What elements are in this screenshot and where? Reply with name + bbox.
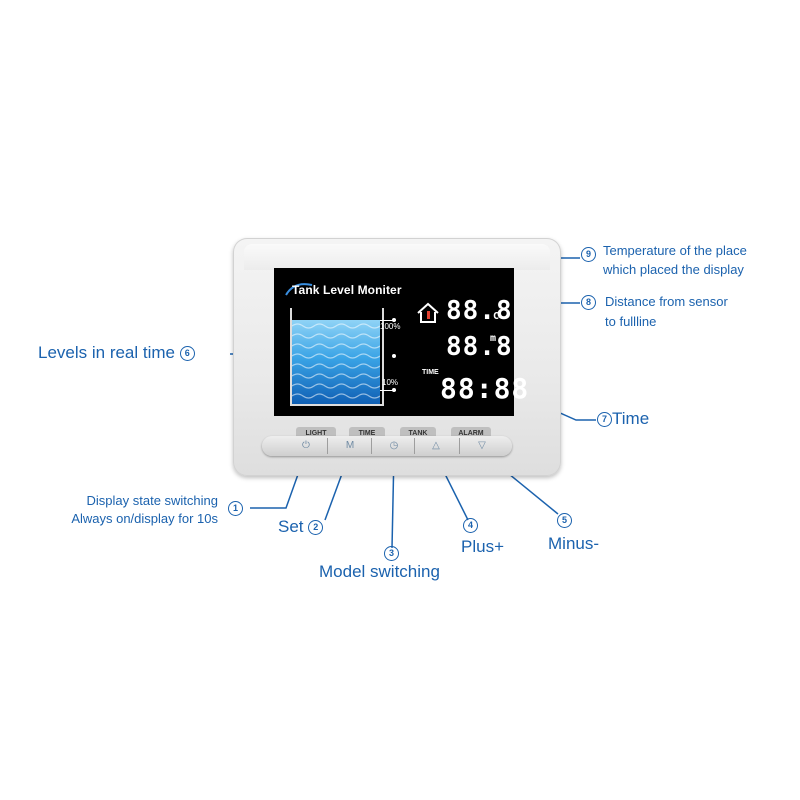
- level-tick-low: [380, 390, 396, 391]
- button-divider: [371, 438, 372, 454]
- callout-9-line2: which placed the display: [603, 262, 744, 277]
- callout-1-line2: Always on/display for 10s: [71, 511, 218, 526]
- callout-4-text: Plus+: [461, 537, 504, 556]
- level-label-high: 100%: [380, 322, 401, 331]
- callout-8-line2: to fullline: [605, 314, 657, 329]
- level-tick-high: [380, 320, 396, 321]
- set-button[interactable]: M: [345, 440, 355, 451]
- water-waves: [292, 323, 380, 399]
- callout-4: 4: [463, 517, 478, 535]
- minus-button[interactable]: ▽: [478, 440, 486, 451]
- callout-1: 1: [228, 500, 243, 518]
- callout-number-3: 3: [384, 546, 399, 562]
- callout-9-text: Temperature of the place which placed th…: [603, 241, 747, 279]
- callout-number-2: 2: [308, 520, 324, 536]
- housing-bezel: [244, 244, 550, 270]
- callout-number-6: 6: [179, 346, 195, 362]
- time-label: TIME: [422, 369, 439, 376]
- callout-9: 9: [581, 246, 596, 264]
- screen-title: Tank Level Moniter: [292, 283, 402, 297]
- distance-unit: m: [490, 333, 498, 344]
- callout-9-line1: Temperature of the place: [603, 243, 747, 258]
- logo-swoosh-icon: [285, 283, 313, 296]
- time-readout: 88:88: [440, 372, 530, 405]
- mode-button[interactable]: ◷: [389, 440, 399, 451]
- house-thermometer-icon: [417, 302, 439, 323]
- callout-2-text: Set 2: [278, 517, 324, 537]
- callout-6-label: Levels in real time: [38, 343, 176, 362]
- callout-5: 5: [557, 512, 572, 530]
- callout-3: 3: [384, 545, 399, 563]
- callout-1-text: Display state switching Always on/displa…: [40, 492, 218, 528]
- temperature-unit: C: [493, 311, 501, 322]
- temperature-readout: 88.8: [446, 296, 513, 326]
- callout-1-line1: Display state switching: [86, 493, 219, 508]
- button-divider: [327, 438, 328, 454]
- plus-button[interactable]: △: [432, 440, 440, 451]
- callout-8: 8: [581, 294, 596, 312]
- level-label-low: 10%: [382, 378, 399, 387]
- callout-number-7: 7: [597, 412, 612, 428]
- callout-7-label: Time: [612, 409, 650, 428]
- callout-8-line1: Distance from sensor: [605, 294, 728, 309]
- button-divider: [414, 438, 415, 454]
- callout-number-4: 4: [463, 518, 478, 534]
- callout-2-label: Set: [278, 517, 304, 536]
- power-button[interactable]: ⏻: [302, 440, 310, 451]
- button-divider: [459, 438, 460, 454]
- distance-readout: 88.8: [446, 332, 513, 362]
- level-dot-mid: [392, 354, 396, 358]
- callout-8-text: Distance from sensor to fullline: [605, 292, 728, 332]
- callout-number-8: 8: [581, 295, 596, 311]
- callout-6-text: Levels in real time 6: [38, 343, 195, 363]
- callout-number-9: 9: [581, 247, 596, 263]
- callout-number-1: 1: [228, 501, 243, 517]
- callout-number-5: 5: [557, 513, 572, 529]
- callout-3-text: Model switching: [319, 562, 440, 581]
- callout-5-text: Minus-: [548, 534, 600, 553]
- button-bar: [262, 436, 512, 456]
- level-dot-low: [392, 388, 396, 392]
- level-dot-high: [392, 318, 396, 322]
